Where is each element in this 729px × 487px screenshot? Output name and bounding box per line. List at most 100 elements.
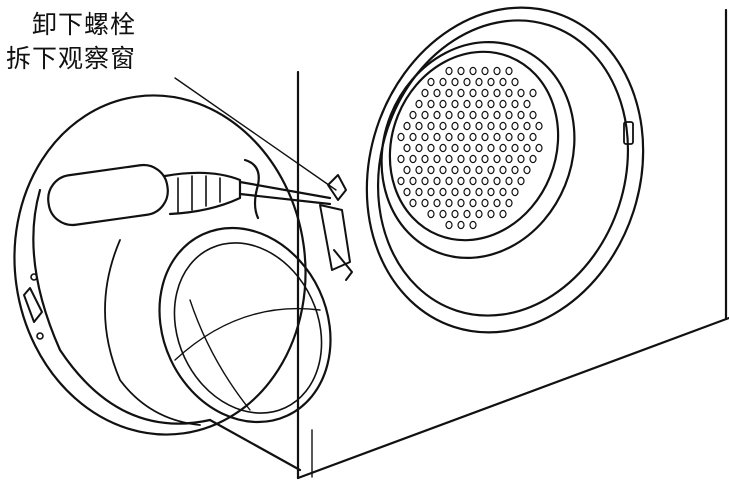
drum-hole (499, 99, 507, 109)
drum-hole (481, 132, 489, 142)
drum-hole (439, 143, 447, 153)
drum-hole (517, 88, 525, 98)
drum-hole (439, 99, 447, 109)
drum-hole (505, 66, 513, 76)
drum-hole (457, 66, 465, 76)
drum-hole (457, 176, 465, 186)
drum-hole (499, 77, 507, 87)
drum-hole (409, 198, 417, 208)
drum-hole (523, 99, 531, 109)
drum-hole (499, 165, 507, 175)
drum-hole (415, 187, 423, 197)
drum-hole (427, 121, 435, 131)
drum-hole (481, 176, 489, 186)
drum-hole (421, 132, 429, 142)
drum-hole (487, 99, 495, 109)
annotation-label: 卸下螺栓 拆下观察窗 (6, 8, 206, 76)
drum-hole (511, 121, 519, 131)
drum-hole (433, 132, 441, 142)
drum-hole (481, 110, 489, 120)
drum-hole (433, 198, 441, 208)
drum-hole (433, 88, 441, 98)
door-dot (36, 332, 44, 340)
door-handle (23, 287, 43, 323)
drum-hole (481, 88, 489, 98)
drum-hole (415, 165, 423, 175)
observation-window (158, 226, 332, 424)
drum-hole (457, 88, 465, 98)
drum-hole (505, 176, 513, 186)
screwdriver (47, 158, 332, 227)
drum-hole (487, 187, 495, 197)
drum-hole (511, 77, 519, 87)
drum-hole (427, 77, 435, 87)
removed-door (13, 94, 307, 436)
drum-hole (517, 132, 525, 142)
drum-hole (505, 110, 513, 120)
drum-hole (487, 121, 495, 131)
drum-hole (409, 154, 417, 164)
drum-hole (511, 187, 519, 197)
drum-hole (529, 110, 537, 120)
drum-hole (529, 132, 537, 142)
door-dot (30, 273, 38, 281)
drum-hole (535, 143, 543, 153)
drum-hole (463, 209, 471, 219)
drum-hole (523, 121, 531, 131)
drum-hole (433, 176, 441, 186)
drum-hole (505, 154, 513, 164)
drum-hole (487, 143, 495, 153)
drum-hole (469, 198, 477, 208)
drum-hole (493, 154, 501, 164)
drum-hole (451, 143, 459, 153)
drum-hole (451, 209, 459, 219)
drum-hole (457, 132, 465, 142)
washer-front-ring (365, 6, 645, 334)
drum-hole (457, 220, 465, 230)
annotation-line-2: 拆下观察窗 (6, 44, 137, 73)
drum-hole (481, 198, 489, 208)
drum-hole (451, 121, 459, 131)
drum-hole (445, 66, 453, 76)
drum-hole (529, 154, 537, 164)
drum-hole (511, 143, 519, 153)
door-latch-slot (623, 121, 634, 145)
drum-hole (457, 198, 465, 208)
drum-hole (457, 154, 465, 164)
drum-hole (439, 165, 447, 175)
drum-hole (451, 99, 459, 109)
drum-hole (493, 176, 501, 186)
drum-hole (445, 176, 453, 186)
drum-hole (463, 99, 471, 109)
drum-hole (499, 209, 507, 219)
drum-hole (463, 77, 471, 87)
drum-hole (439, 187, 447, 197)
drum-hole (511, 165, 519, 175)
drum-hole (397, 154, 405, 164)
drum-hole (421, 198, 429, 208)
drum-hole (517, 176, 525, 186)
drum-hole (409, 176, 417, 186)
drum-hole (475, 143, 483, 153)
drum-hole (469, 154, 477, 164)
drum-hole (487, 165, 495, 175)
drum-hole (445, 220, 453, 230)
drum-hole (445, 132, 453, 142)
drum-hole (427, 143, 435, 153)
drum-hole (439, 77, 447, 87)
drum-hole (499, 143, 507, 153)
drum-hole (415, 143, 423, 153)
drum-hole (409, 110, 417, 120)
drum-hole (481, 154, 489, 164)
drum-hole (463, 187, 471, 197)
drum-hole (445, 154, 453, 164)
drum-hole (469, 110, 477, 120)
drum-hole (529, 88, 537, 98)
drum-hole (475, 209, 483, 219)
drum-hole (505, 132, 513, 142)
drum-hole (505, 88, 513, 98)
drum-hole (505, 198, 513, 208)
drum-holes (397, 66, 543, 230)
